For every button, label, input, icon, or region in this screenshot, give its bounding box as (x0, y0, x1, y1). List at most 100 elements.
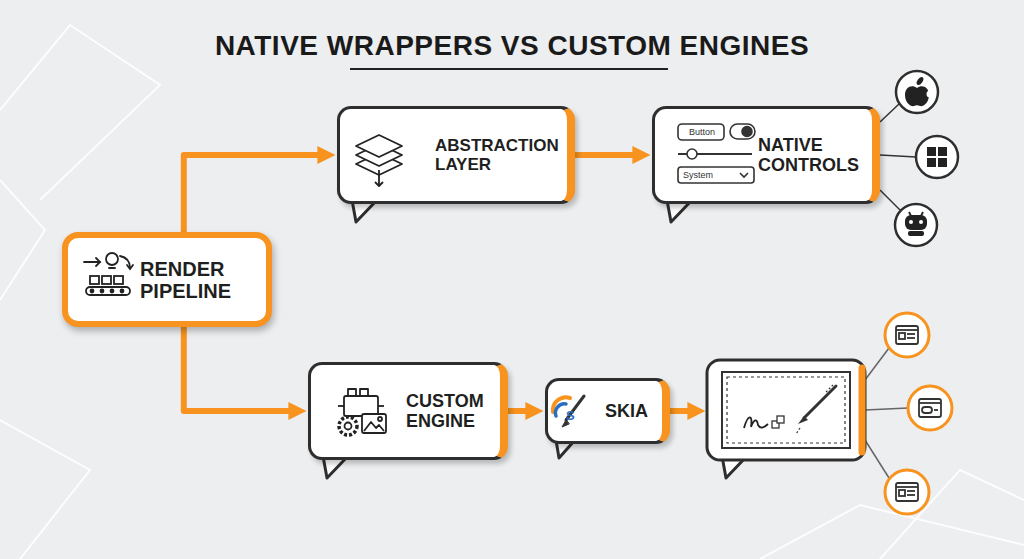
window-icon (907, 494, 915, 496)
process-box: ABSTRACTION LAYER (337, 106, 575, 204)
output-circle (885, 313, 929, 357)
engine-icon (338, 389, 386, 435)
window-icon (896, 329, 918, 331)
flow-arrow (184, 327, 292, 411)
platform-circle (896, 71, 938, 113)
pipeline-icon (114, 276, 123, 284)
platform-circle (895, 71, 958, 246)
platform-circle (916, 136, 958, 178)
controls-icon (678, 167, 754, 183)
pipeline-icon (96, 258, 100, 266)
skia-logo (566, 396, 584, 420)
node-label: SKIA (605, 401, 658, 421)
window-icon (907, 333, 915, 335)
process-box: CUSTOM ENGINE (308, 362, 508, 460)
window-icon (899, 333, 905, 339)
window-icon (919, 399, 941, 417)
canvas-box (777, 416, 784, 423)
background-geometry (0, 420, 90, 559)
pipeline-icon (109, 267, 115, 269)
layers-icon (375, 182, 383, 186)
windows-logo (927, 158, 936, 167)
background-geometry (880, 470, 1024, 559)
engine-icon (344, 396, 378, 416)
engine-icon (338, 405, 344, 407)
android-logo (919, 220, 923, 224)
pipeline-icon (101, 290, 104, 293)
canvas-box (826, 384, 834, 392)
windows-logo (927, 147, 936, 156)
diagram-title: NATIVE WRAPPERS VS CUSTOM ENGINES (0, 30, 1024, 62)
skia-logo (553, 396, 584, 427)
engine-icon (362, 414, 386, 433)
process-box: NATIVE CONTROLS (652, 106, 880, 204)
canvas-box (744, 417, 768, 428)
layers-icon (378, 170, 380, 186)
platform-connector-line (880, 190, 900, 210)
apple-logo (905, 76, 934, 106)
window-icon (919, 402, 941, 404)
controls-icon (740, 173, 748, 177)
output-arrow (670, 408, 691, 414)
node-label: NATIVE CONTROLS (758, 135, 868, 175)
flow-arrow (575, 152, 636, 158)
controls-icon (678, 124, 755, 183)
output-connector-line (865, 348, 889, 380)
canvas-box (796, 428, 800, 434)
flow-arrow (508, 408, 529, 414)
engine-icon (360, 389, 368, 396)
canvas-box (798, 416, 808, 424)
pipeline-icon (84, 261, 100, 263)
pipeline-icon (120, 256, 130, 268)
output-connector-line (865, 408, 908, 410)
node-text-group: NATIVE CONTROLS (758, 135, 868, 175)
apple-logo (915, 76, 924, 86)
apple-logo (927, 91, 934, 98)
node-text-group: ABSTRACTION LAYER (435, 136, 563, 174)
controls-icon (730, 124, 755, 139)
output-connector-line (865, 440, 889, 478)
background-geometry (0, 180, 45, 300)
canvas-box (707, 360, 865, 460)
engine-icon (345, 423, 352, 430)
window-icon (907, 490, 915, 492)
source-box: RENDER PIPELINE (62, 232, 272, 327)
pipeline-icon (106, 253, 118, 265)
platform-connector-line (880, 104, 899, 122)
layers-icon (356, 135, 402, 186)
platform-connector-line (880, 155, 916, 157)
engine-icon (378, 417, 382, 421)
node-text-group: RENDER PIPELINE (140, 257, 262, 302)
output-circle (885, 470, 929, 514)
flow-arrow (184, 155, 321, 232)
android-logo (909, 220, 913, 224)
canvas-box (722, 372, 850, 448)
node-label: RENDER PIPELINE (140, 257, 262, 302)
apple-logo (905, 86, 929, 106)
pipeline-icon (86, 287, 130, 295)
engine-icon (339, 417, 357, 435)
pipeline-icon (121, 290, 124, 293)
windows-logo (927, 147, 947, 167)
output-circle (885, 313, 952, 514)
layers-icon (356, 153, 402, 175)
canvas-box (727, 377, 845, 443)
background-geometry (0, 25, 1024, 559)
pipeline-icon (102, 276, 111, 284)
canvas-box (707, 360, 865, 460)
skia-logo (555, 404, 566, 416)
layers-icon (356, 144, 402, 166)
node-text-group: SKIA (605, 401, 658, 421)
android-logo (905, 215, 927, 230)
pipeline-icon (84, 253, 133, 295)
windows-logo (938, 158, 947, 167)
controls-icon (678, 153, 752, 155)
title-underline (350, 68, 668, 70)
platform-connector-line (880, 104, 916, 210)
output-circle (908, 386, 952, 430)
window-icon (896, 326, 918, 344)
canvas-box (859, 368, 866, 452)
window-icon (896, 326, 941, 501)
